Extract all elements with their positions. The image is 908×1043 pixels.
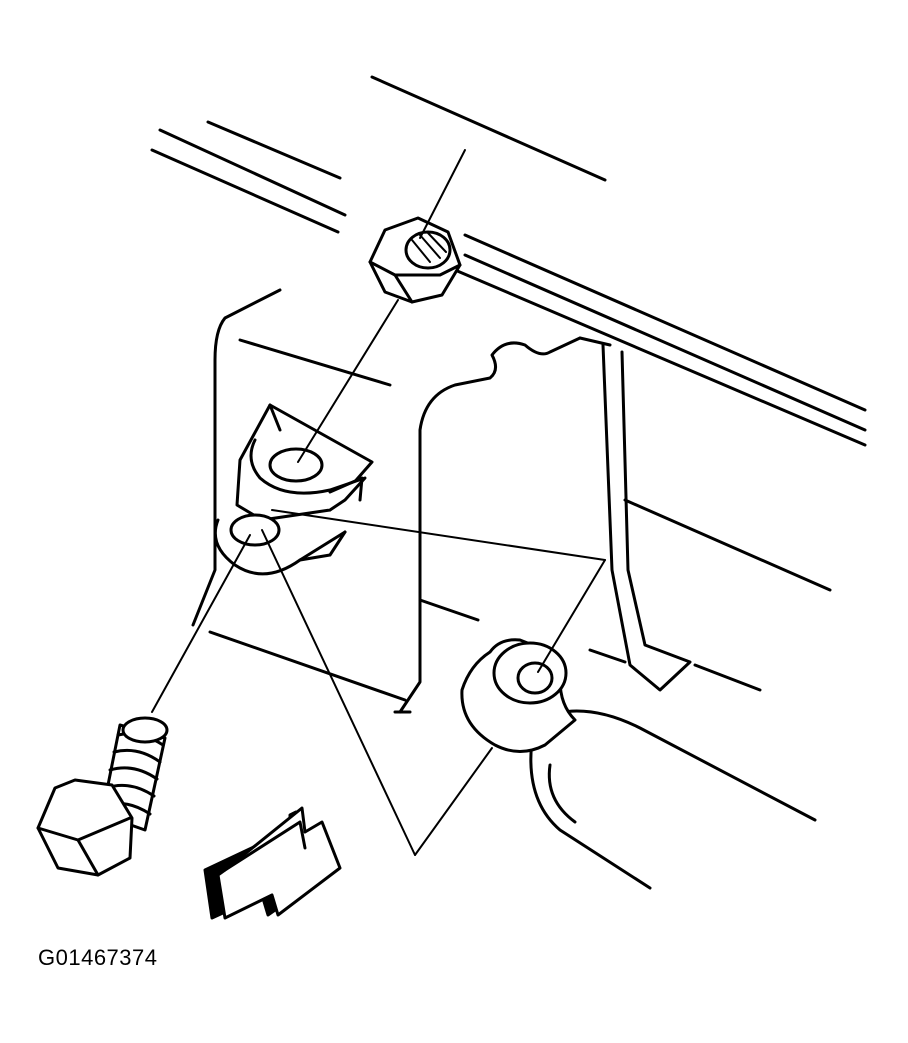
callout-lines [261,509,606,856]
shock-bracket [393,336,692,714]
frame-rail [150,75,867,447]
hex-nut-icon [368,216,462,304]
hex-bolt-icon [36,716,169,877]
figure-id-label: G01467374 [38,945,158,970]
shock-absorber [460,638,870,900]
mounting-ear [213,403,374,576]
mounting-plate [191,288,832,702]
alignment-lines [151,149,466,713]
direction-arrow-icon [203,806,342,920]
